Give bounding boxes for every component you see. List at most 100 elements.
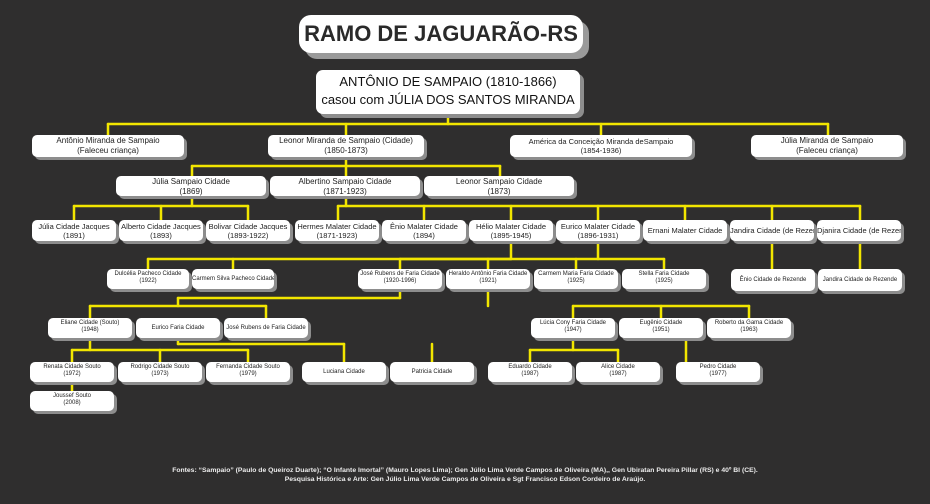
person-dates: (1951) bbox=[652, 327, 670, 333]
person-name: Eliane Cidade (Souto) bbox=[60, 320, 120, 326]
person-name: Renata Cidade Souto bbox=[43, 364, 101, 370]
person-name: Lúcia Cony Faria Cidade bbox=[539, 320, 607, 326]
person-box-eugenio: Eugênio Cidade(1951) bbox=[619, 318, 703, 338]
person-dates: (1922) bbox=[139, 278, 157, 284]
person-box-helio: Hélio Malater Cidade(1895-1945) bbox=[469, 220, 553, 241]
person-box-enio-malater: Ênio Malater Cidade(1894) bbox=[382, 220, 466, 241]
root-couple-box: ANTÔNIO DE SAMPAIO (1810-1866) casou com… bbox=[316, 70, 580, 114]
root-spouse-line: casou com JÚLIA DOS SANTOS MIRANDA bbox=[321, 92, 575, 107]
person-name: Antônio Miranda de Sampaio bbox=[56, 136, 160, 145]
person-dates: (1850-1873) bbox=[324, 146, 368, 155]
person-name: Jandira Cidade (de Rezende) bbox=[730, 226, 814, 235]
person-dates: (1921) bbox=[479, 278, 497, 284]
person-dates: (1891) bbox=[63, 231, 85, 240]
person-box-luciana: Luciana Cidade bbox=[302, 362, 386, 382]
person-name: Eurico Faria Cidade bbox=[151, 325, 205, 331]
person-box-dulcelia: Dulcélia Pacheco Cidade(1922) bbox=[107, 269, 189, 289]
person-dates: (1925) bbox=[655, 278, 673, 284]
person-name: Carmem Silva Pacheco Cidade (Furtado) bbox=[192, 276, 274, 282]
person-dates: (1947) bbox=[564, 327, 582, 333]
person-box-jose-rubens-faria: José Rubens de Faria Cidade(1920-1996) bbox=[358, 269, 442, 289]
person-box-fernanda: Fernanda Cidade Souto(1979) bbox=[206, 362, 290, 382]
footer-sources-line: Fontes: “Sampaio” (Paulo de Queiroz Duar… bbox=[172, 467, 758, 474]
person-name: Rodrigo Cidade Souto bbox=[130, 364, 190, 370]
person-name: América da Conceição Miranda deSampaio bbox=[528, 137, 674, 146]
person-name: Júlia Cidade Jacques bbox=[38, 222, 110, 231]
person-box-carmem-silva: Carmem Silva Pacheco Cidade (Furtado) bbox=[192, 269, 274, 289]
person-box-patricia: Patricia Cidade bbox=[390, 362, 474, 382]
person-dates: (1920-1996) bbox=[383, 278, 417, 284]
person-dates: (1896-1931) bbox=[577, 231, 619, 240]
person-box-djanira: Djanira Cidade (de Rezende) bbox=[817, 220, 901, 241]
person-name: Fernanda Cidade Souto bbox=[216, 364, 280, 370]
person-name: Luciana Cidade bbox=[323, 369, 365, 375]
person-name: Eduardo Cidade bbox=[508, 364, 552, 370]
sources-footer: Fontes: “Sampaio” (Paulo de Queiroz Duar… bbox=[0, 466, 930, 484]
person-box-renata: Renata Cidade Souto(1972) bbox=[30, 362, 114, 382]
person-box-antonio-miranda: Antônio Miranda de Sampaio(Faleceu crian… bbox=[32, 135, 184, 157]
person-box-jandira-cidade-rezende: Jandira Cidade de Rezende bbox=[818, 269, 902, 291]
person-box-roberto: Roberto da Gama Cidade(1963) bbox=[707, 318, 791, 338]
person-name: Heraldo Antônio Faria Cidade bbox=[448, 271, 528, 277]
person-box-leonor-miranda: Leonor Miranda de Sampaio (Cidade)(1850-… bbox=[268, 135, 424, 157]
person-name: Eugênio Cidade bbox=[639, 320, 683, 326]
person-name: Ênio Cidade de Rezende bbox=[739, 277, 807, 283]
person-box-hermes: Hermes Malater Cidade(1871-1923) bbox=[295, 220, 379, 241]
person-dates: (1895-1945) bbox=[490, 231, 532, 240]
person-box-julia-cidade-jacques: Júlia Cidade Jacques(1891) bbox=[32, 220, 116, 241]
person-dates: (1972) bbox=[63, 371, 81, 377]
person-dates: (1948) bbox=[81, 327, 99, 333]
person-name: Alice Cidade bbox=[601, 364, 635, 370]
person-dates: (1869) bbox=[179, 187, 203, 196]
person-box-pedro: Pedro Cidade(1977) bbox=[676, 362, 760, 382]
person-name: José Rubens de Faria Cidade bbox=[360, 271, 440, 277]
person-name: Djanira Cidade (de Rezende) bbox=[817, 226, 901, 235]
person-box-eduardo: Eduardo Cidade(1987) bbox=[488, 362, 572, 382]
person-name: Júlia Miranda de Sampaio bbox=[780, 136, 874, 145]
person-dates: (1987) bbox=[521, 371, 539, 377]
person-name: Ênio Malater Cidade bbox=[390, 222, 458, 231]
person-box-julia-miranda: Júlia Miranda de Sampaio(Faleceu criança… bbox=[751, 135, 903, 157]
person-box-enio-rezende: Ênio Cidade de Rezende bbox=[731, 269, 815, 291]
person-name: Jandira Cidade de Rezende bbox=[822, 277, 898, 283]
person-box-joussef: Joussef Souto(2008) bbox=[30, 391, 114, 411]
page-title: RAMO DE JAGUARÃO-RS bbox=[299, 15, 583, 53]
person-name: Ernani Malater Cidade bbox=[647, 226, 723, 235]
person-name: Joussef Souto bbox=[52, 393, 92, 399]
person-dates: (1854-1936) bbox=[580, 146, 622, 155]
person-dates: (1977) bbox=[709, 371, 727, 377]
person-box-leonor-sampaio-cidade: Leonor Sampaio Cidade(1873) bbox=[424, 176, 574, 196]
person-name: Pedro Cidade bbox=[699, 364, 737, 370]
person-box-eliane: Eliane Cidade (Souto)(1948) bbox=[48, 318, 132, 338]
person-dates: (1894) bbox=[413, 231, 435, 240]
person-name: Hermes Malater Cidade bbox=[297, 222, 377, 231]
person-box-stella: Stella Faria Cidade(1925) bbox=[622, 269, 706, 289]
person-dates: (1979) bbox=[239, 371, 257, 377]
person-dates: (1893-1922) bbox=[227, 231, 269, 240]
person-name: Patricia Cidade bbox=[411, 369, 453, 375]
person-dates: (1893) bbox=[150, 231, 172, 240]
person-box-alice: Alice Cidade(1987) bbox=[576, 362, 660, 382]
person-box-america: América da Conceição Miranda deSampaio(1… bbox=[510, 135, 692, 157]
person-name: Stella Faria Cidade bbox=[638, 271, 690, 277]
footer-credits-line: Pesquisa Histórica e Arte: Gen Júlio Lim… bbox=[284, 476, 646, 483]
person-box-heraldo: Heraldo Antônio Faria Cidade(1921) bbox=[446, 269, 530, 289]
person-name: Bolivar Cidade Jacques bbox=[208, 222, 288, 231]
person-box-jose-rubens-faria-2: José Rubens de Faria Cidade bbox=[224, 318, 308, 338]
person-name: Júlia Sampaio Cidade bbox=[152, 177, 230, 186]
person-dates: (1871-1923) bbox=[316, 231, 358, 240]
person-name: Roberto da Gama Cidade bbox=[714, 320, 784, 326]
person-box-bolivar: Bolivar Cidade Jacques(1893-1922) bbox=[206, 220, 290, 241]
person-name: Dulcélia Pacheco Cidade bbox=[114, 271, 182, 277]
person-name: Alberto Cidade Jacques bbox=[121, 222, 201, 231]
person-box-eurico-faria: Eurico Faria Cidade bbox=[136, 318, 220, 338]
person-dates: (1871-1923) bbox=[323, 187, 367, 196]
person-dates: (1925) bbox=[567, 278, 585, 284]
person-name: Albertino Sampaio Cidade bbox=[298, 177, 392, 186]
person-dates: (1963) bbox=[740, 327, 758, 333]
person-name: Hélio Malater Cidade bbox=[475, 222, 547, 231]
person-dates: (Faleceu criança) bbox=[77, 146, 139, 155]
person-box-lucia: Lúcia Cony Faria Cidade(1947) bbox=[531, 318, 615, 338]
person-box-jandira-rezende: Jandira Cidade (de Rezende) bbox=[730, 220, 814, 241]
